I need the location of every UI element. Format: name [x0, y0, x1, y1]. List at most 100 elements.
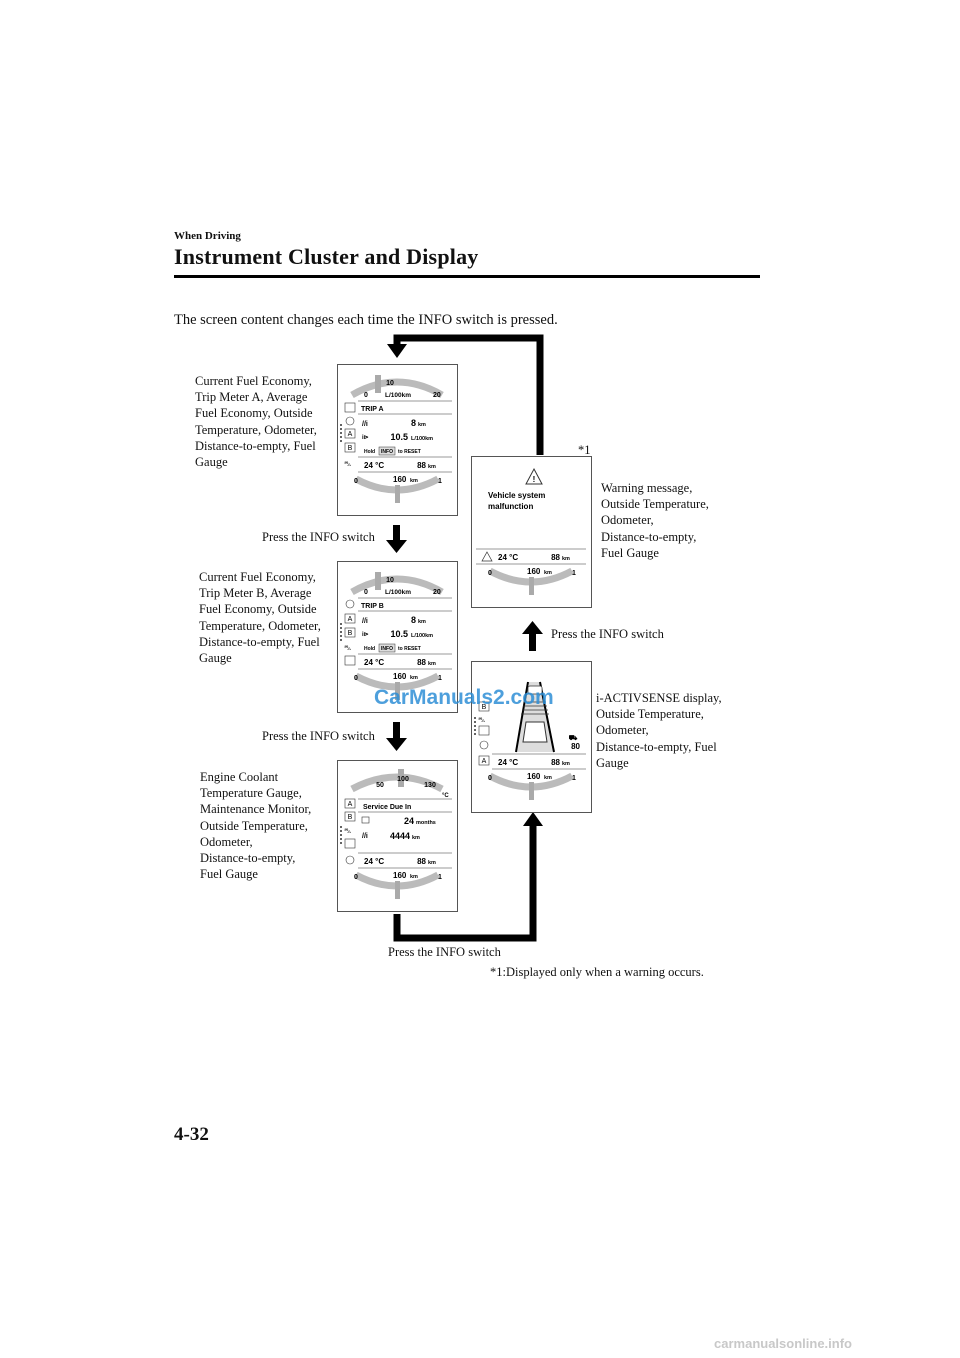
svg-text:24 °C: 24 °C	[364, 461, 384, 470]
svg-text:km: km	[410, 478, 418, 484]
svg-text:10.5: 10.5	[390, 432, 408, 442]
svg-text:TRIP A: TRIP A	[361, 406, 384, 413]
footnote: *1:Displayed only when a warning occurs.	[490, 965, 704, 979]
svg-text://i: //i	[362, 618, 368, 625]
svg-text://i: //i	[362, 421, 368, 428]
arrow-head-up-bottom	[523, 812, 543, 826]
svg-text:8: 8	[411, 418, 416, 428]
display-iactivsense: ⛟ 80 B ⛍ A 24 °C 88 km 0 1 160 km	[471, 661, 592, 813]
svg-text:⛍: ⛍	[344, 645, 351, 652]
svg-text:130: 130	[424, 782, 436, 789]
press-label-2: Press the INFO switch	[262, 729, 375, 743]
arrow-down-2-head	[386, 738, 407, 751]
footer-watermark: carmanualsonline.info	[714, 1336, 852, 1351]
display-trip-b: 10 0 20 L/100km TRIP B //i 8 km i⊳ 10.5 …	[337, 561, 458, 713]
svg-text:i⊳: i⊳	[362, 632, 369, 638]
page-number: 4-32	[174, 1124, 209, 1145]
svg-text:4444: 4444	[390, 831, 410, 841]
svg-text:100: 100	[397, 776, 409, 783]
svg-text:88: 88	[417, 461, 426, 470]
svg-text:B: B	[348, 445, 353, 452]
svg-text:1: 1	[438, 675, 442, 682]
asterisk-note-mark: *1	[578, 443, 591, 457]
svg-text:km: km	[410, 874, 418, 880]
description-iactivsense: i-ACTIVSENSE display,Outside Temperature…	[596, 691, 722, 770]
svg-text:0: 0	[354, 874, 358, 881]
svg-text:24 °C: 24 °C	[498, 553, 518, 562]
arrow-head-down-top	[387, 344, 407, 358]
svg-text:A: A	[348, 801, 353, 808]
svg-text:TRIP B: TRIP B	[361, 603, 384, 610]
fuel-needle	[395, 485, 400, 503]
warning-screen: ! Vehicle system malfunction 24 °C 88 km…	[476, 467, 586, 595]
svg-text:1: 1	[572, 570, 576, 577]
press-label-3: Press the INFO switch	[551, 627, 664, 641]
svg-text:INFO: INFO	[381, 449, 393, 455]
svg-text:km: km	[544, 570, 552, 576]
svg-text:⛟: ⛟	[569, 735, 578, 742]
svg-text:88: 88	[417, 857, 426, 866]
svg-text:24 °C: 24 °C	[364, 857, 384, 866]
svg-text:88: 88	[551, 758, 560, 767]
svg-text:24: 24	[404, 816, 414, 826]
svg-text:km: km	[412, 835, 420, 841]
svg-text:B: B	[348, 814, 353, 821]
svg-text:km: km	[418, 422, 426, 428]
coolant-screen: 50 100 130 °C Service Due In 24 months /…	[340, 769, 452, 899]
svg-text:24 °C: 24 °C	[498, 758, 518, 767]
svg-text:L/100km: L/100km	[411, 633, 433, 639]
svg-text:160: 160	[393, 672, 407, 681]
svg-text:A: A	[348, 431, 353, 438]
svg-text:0: 0	[488, 775, 492, 782]
description-trip-a: Current Fuel Economy,Trip Meter A, Avera…	[195, 374, 317, 470]
svg-text:⛍: ⛍	[478, 717, 485, 724]
svg-text:L/100km: L/100km	[385, 589, 411, 596]
svg-text:160: 160	[393, 475, 407, 484]
svg-text:L/100km: L/100km	[411, 436, 433, 442]
svg-text:160: 160	[527, 567, 541, 576]
svg-text:malfunction: malfunction	[488, 502, 533, 511]
svg-text:50: 50	[376, 782, 384, 789]
svg-text:⛍: ⛍	[344, 828, 351, 835]
svg-text:A: A	[482, 758, 487, 765]
svg-text:L/100km: L/100km	[385, 392, 411, 399]
svg-text:Hold: Hold	[364, 449, 375, 455]
svg-text:8: 8	[411, 615, 416, 625]
svg-text:km: km	[544, 775, 552, 781]
svg-text:0: 0	[354, 675, 358, 682]
svg-text:160: 160	[527, 772, 541, 781]
title-divider	[174, 275, 760, 278]
econ-needle	[375, 375, 381, 393]
svg-text:80: 80	[571, 742, 580, 751]
svg-text:km: km	[428, 464, 436, 470]
trip-a-screen: 10 0 20 L/100km TRIP A //i 8 km i⊳ 10.5 …	[340, 375, 452, 503]
loop-arrow-bottom	[393, 822, 537, 942]
description-warning: Warning message,Outside Temperature, Odo…	[601, 481, 709, 560]
own-vehicle-icon	[522, 721, 548, 743]
svg-text:0: 0	[364, 589, 368, 596]
svg-text:INFO: INFO	[381, 646, 393, 652]
svg-text:Vehicle system: Vehicle system	[488, 491, 545, 500]
svg-text:10.5: 10.5	[390, 629, 408, 639]
trip-b-screen: 10 0 20 L/100km TRIP B //i 8 km i⊳ 10.5 …	[340, 572, 452, 700]
lead-vehicle-icon	[527, 685, 543, 695]
svg-text:to RESET: to RESET	[398, 646, 421, 652]
svg-text:20: 20	[433, 589, 441, 596]
svg-text:0: 0	[488, 570, 492, 577]
svg-text:km: km	[562, 761, 570, 767]
svg-text:months: months	[416, 820, 436, 826]
display-trip-a: 10 0 20 L/100km TRIP A //i 8 km i⊳ 10.5 …	[337, 364, 458, 516]
econ-arc	[350, 378, 444, 399]
svg-text:Hold: Hold	[364, 646, 375, 652]
svg-text:1: 1	[572, 775, 576, 782]
arrow-down-1-shaft	[393, 525, 400, 543]
svg-text:B: B	[482, 704, 487, 711]
svg-text:24 °C: 24 °C	[364, 658, 384, 667]
watermark: CarManuals2.com	[374, 686, 554, 709]
svg-text:10: 10	[386, 380, 394, 387]
svg-text:km: km	[428, 661, 436, 667]
display-warning: ! Vehicle system malfunction 24 °C 88 km…	[471, 456, 592, 608]
svg-text:km: km	[562, 556, 570, 562]
